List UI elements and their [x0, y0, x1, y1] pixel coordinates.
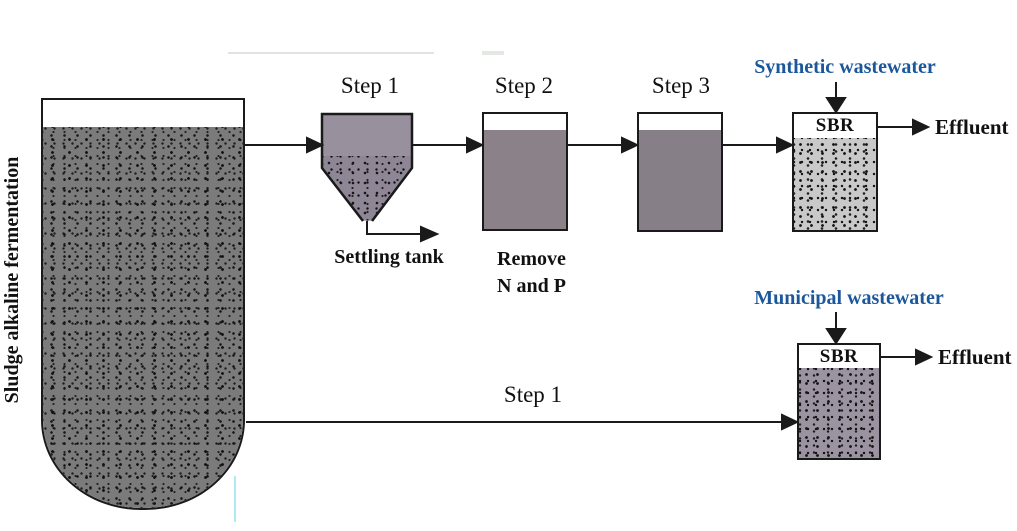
arrow-step2-to-step3 [567, 136, 640, 154]
arrow-fermenter-to-settling [244, 136, 325, 154]
step2-title: Step 2 [494, 73, 554, 98]
step3-title: Step 3 [651, 73, 711, 98]
scan-artifact-line [228, 52, 434, 54]
fermenter-label: Sludge alkaline fermentation [1, 156, 23, 404]
arrow-step3-to-sbr [723, 136, 795, 154]
step3-tank [637, 112, 723, 232]
remove-line1: Remove [497, 248, 566, 270]
arrow-effluent-bottom [881, 348, 934, 366]
arrow-settling-underflow [366, 221, 440, 243]
fermenter-vessel [41, 98, 245, 510]
step2-tank [482, 112, 568, 231]
arrow-settling-to-step2 [413, 136, 485, 154]
settling-tank-caption: Settling tank [334, 246, 444, 268]
sbr-reactor-municipal: SBR [797, 343, 881, 460]
sbr-synthetic-fill [794, 138, 876, 230]
step1-title: Step 1 [340, 73, 400, 98]
arrow-fermenter-to-municipal-sbr [246, 413, 800, 431]
settling-tank-funnel-fill [322, 156, 412, 221]
sbr-municipal-fill [799, 368, 879, 458]
remove-line2: N and P [497, 275, 566, 297]
step2-tank-fill [484, 130, 566, 229]
sbr-municipal-label: SBR [819, 346, 859, 367]
remove-n-p-caption: Remove N and P [497, 246, 566, 300]
sbr-reactor-synthetic: SBR [792, 112, 878, 232]
fermenter-sludge-fill [43, 127, 243, 508]
step3-tank-fill [639, 130, 721, 230]
bottom-path-step1-label: Step 1 [503, 382, 563, 407]
settling-tank-upper [322, 113, 412, 158]
arrow-synthetic-wastewater-in [825, 82, 847, 114]
effluent-label-top: Effluent [935, 115, 1009, 139]
scan-artifact-cyan-line [234, 476, 236, 522]
arrow-effluent-top [878, 118, 931, 136]
municipal-wastewater-label: Municipal wastewater [754, 287, 944, 309]
synthetic-wastewater-label: Synthetic wastewater [754, 56, 936, 78]
arrow-municipal-wastewater-in [825, 312, 847, 345]
effluent-label-bottom: Effluent [938, 345, 1012, 369]
sbr-synthetic-label: SBR [815, 115, 855, 136]
scan-artifact-smudge [482, 51, 504, 55]
